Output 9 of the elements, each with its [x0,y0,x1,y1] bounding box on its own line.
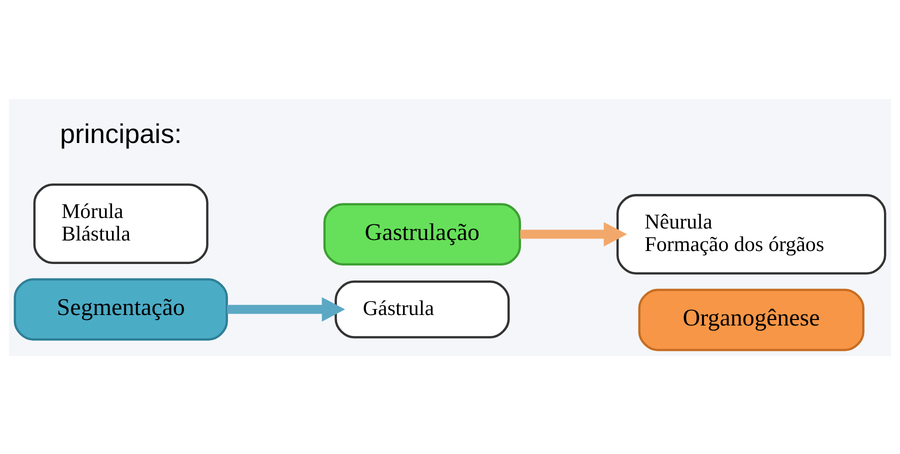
node-box: Mórula Blástula [33,183,208,264]
node-box: Nêurula Formação dos órgãos [616,194,886,274]
arrow [520,222,627,246]
node-box: Gastrulação [323,202,522,265]
node-box: Gástrula [334,280,510,338]
arrow [227,296,346,322]
node-box: Segmentação [14,278,228,340]
label: principais: [60,118,182,149]
node-box: Organogênese [638,288,864,351]
